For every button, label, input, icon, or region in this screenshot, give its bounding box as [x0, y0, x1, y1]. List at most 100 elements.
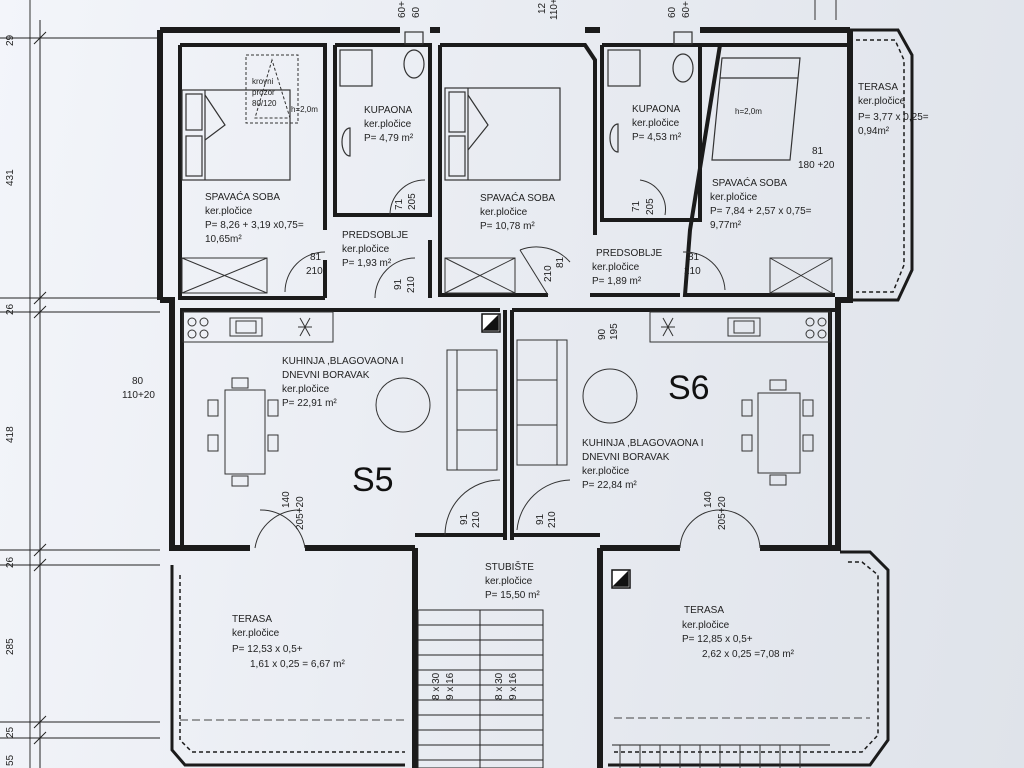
dining-s6 — [741, 379, 814, 486]
s6-hall-name: PREDSOBLJE — [596, 248, 663, 259]
stair-d: 9 x 16 — [508, 672, 519, 700]
skylight-label-1: krovni — [252, 77, 274, 86]
s6-entry-door-h: 210 — [547, 511, 558, 528]
opening-top-right-b: 60+ — [681, 1, 692, 18]
terrace-ne-area-2: 0,94m² — [858, 126, 890, 137]
terrace-sw-name: TERASA — [232, 614, 273, 625]
dim-26-b: 26 — [5, 556, 16, 568]
wardrobes — [181, 257, 833, 294]
terrace-ne-name: TERASA — [858, 82, 899, 93]
stairwell-area: P= 15,50 m² — [485, 590, 540, 601]
stair-b: 9 x 16 — [445, 672, 456, 700]
s6-mid-bedroom-floor: ker.pločice — [480, 207, 528, 218]
s5-bedroom-area-2: 10,65m² — [205, 234, 242, 245]
west-window-h: 110+20 — [122, 390, 155, 401]
s6-mid-bedroom-name: SPAVAĆA SOBA — [480, 193, 556, 204]
stair-a: 8 x 30 — [431, 672, 442, 700]
s5-hall-door-w: 81 — [310, 252, 322, 263]
s5-entry-door-h: 210 — [471, 511, 482, 528]
s6-terrace-door-h: 205+20 — [717, 496, 728, 530]
s5-hall-floor: ker.pločice — [342, 244, 390, 255]
kitchen-s6 — [649, 311, 831, 343]
s6-terrace-door-w: 140 — [703, 491, 714, 508]
s5-bath-area: P= 4,79 m² — [364, 133, 414, 144]
opening-top-mid-b: 110+ — [549, 0, 560, 20]
s5-terrace-door-h: 205+20 — [295, 496, 306, 530]
s5-hall-door-h: 210 — [306, 266, 323, 277]
s6-bedroom-floor: ker.pločice — [710, 192, 758, 203]
skylight-outline — [245, 54, 299, 124]
sheet-border — [29, 0, 837, 768]
s6-bath-door-w: 71 — [631, 200, 642, 212]
s5-hall-name: PREDSOBLJE — [342, 230, 409, 241]
s6-hall-door-w: 81 — [688, 252, 700, 263]
dim-285: 285 — [5, 638, 16, 655]
dim-26-a: 26 — [5, 303, 16, 315]
s6-living-floor: ker.pločice — [582, 466, 630, 477]
s6-passage-w: 90 — [597, 328, 608, 340]
stair-c: 8 x 30 — [494, 672, 505, 700]
terrace-se-area-1: P= 12,85 x 0,5+ — [682, 634, 753, 645]
s6-entry-door-w: 91 — [535, 513, 546, 525]
s5-entry-door-w: 91 — [459, 513, 470, 525]
terrace-se-floor: ker.pločice — [682, 620, 730, 631]
s5-terrace-door-w: 140 — [281, 491, 292, 508]
opening-top-left-b: 60 — [411, 6, 422, 18]
s6-bath-floor: ker.pločice — [632, 118, 680, 129]
stairwell-floor: ker.pločice — [485, 576, 533, 587]
dim-418: 418 — [5, 426, 16, 443]
terrace-ne-floor: ker.pločice — [858, 96, 906, 107]
west-window-w: 80 — [132, 376, 144, 387]
dim-431: 431 — [5, 169, 16, 186]
terrace-ne-area-1: P= 3,77 x 0,25= — [858, 112, 929, 123]
s6-bath-area: P= 4,53 m² — [632, 132, 682, 143]
s5-hall-door2-h: 210 — [406, 276, 417, 293]
s5-hall-door2-w: 91 — [393, 278, 404, 290]
headroom-left: h=2,0m — [291, 105, 318, 114]
dimension-chain — [0, 20, 160, 768]
bed-s5 — [181, 89, 291, 181]
s5-bath-name: KUPAONA — [364, 105, 413, 116]
s6-bath-name: KUPAONA — [632, 104, 681, 115]
s5-bedroom-area-1: P= 8,26 + 3,19 x0,75= — [205, 220, 304, 231]
s6-bed-door-w: 81 — [555, 256, 566, 268]
dining-s5 — [207, 377, 279, 487]
bathroom-fixtures — [339, 31, 694, 157]
s6-hall-door-h: 210 — [684, 266, 701, 277]
s6-bed-door-h: 210 — [543, 265, 554, 282]
s6-hall-area: P= 1,89 m² — [592, 276, 642, 287]
s5-living-name-2: DNEVNI BORAVAK — [282, 370, 370, 381]
unit-label-s6: S6 — [668, 369, 710, 407]
s6-bedroom-area-2: 9,77m² — [710, 220, 742, 231]
s6-hall-floor: ker.pločice — [592, 262, 640, 273]
terrace-se-name: TERASA — [684, 605, 725, 616]
bed-s6-mid — [444, 87, 561, 181]
terrace-sw-floor: ker.pločice — [232, 628, 280, 639]
shaft-symbols — [481, 313, 631, 589]
bed-s6 — [711, 57, 801, 161]
s5-living-area: P= 22,91 m² — [282, 398, 337, 409]
ne-window-h: 180 +20 — [798, 160, 835, 171]
unit-label-s5: S5 — [352, 461, 394, 499]
s6-passage-h: 195 — [609, 323, 620, 340]
terrace-ne — [850, 28, 914, 302]
terrace-sw-area-2: 1,61 x 0,25 = 6,67 m² — [250, 659, 345, 670]
exterior-walls — [157, 27, 853, 768]
terrace-south — [170, 550, 890, 767]
door-swings — [254, 179, 761, 549]
headroom-right: h=2,0m — [735, 107, 762, 116]
opening-top-left: 60+ — [397, 1, 408, 18]
s6-mid-bedroom-area: P= 10,78 m² — [480, 221, 535, 232]
terrace-se-area-2: 2,62 x 0,25 =7,08 m² — [702, 649, 795, 660]
s5-bath-door-w: 71 — [394, 198, 405, 210]
opening-top-right: 60 — [667, 6, 678, 18]
dim-29: 29 — [5, 34, 16, 46]
s5-bath-door-h: 205 — [407, 193, 418, 210]
s5-living-name-1: KUHINJA ,BLAGOVAONA I — [282, 356, 404, 367]
s6-living-name-1: KUHINJA ,BLAGOVAONA I — [582, 438, 704, 449]
dim-25: 25 — [5, 726, 16, 738]
stair-steps-south — [619, 745, 801, 768]
dim-55: 55 — [5, 754, 16, 766]
